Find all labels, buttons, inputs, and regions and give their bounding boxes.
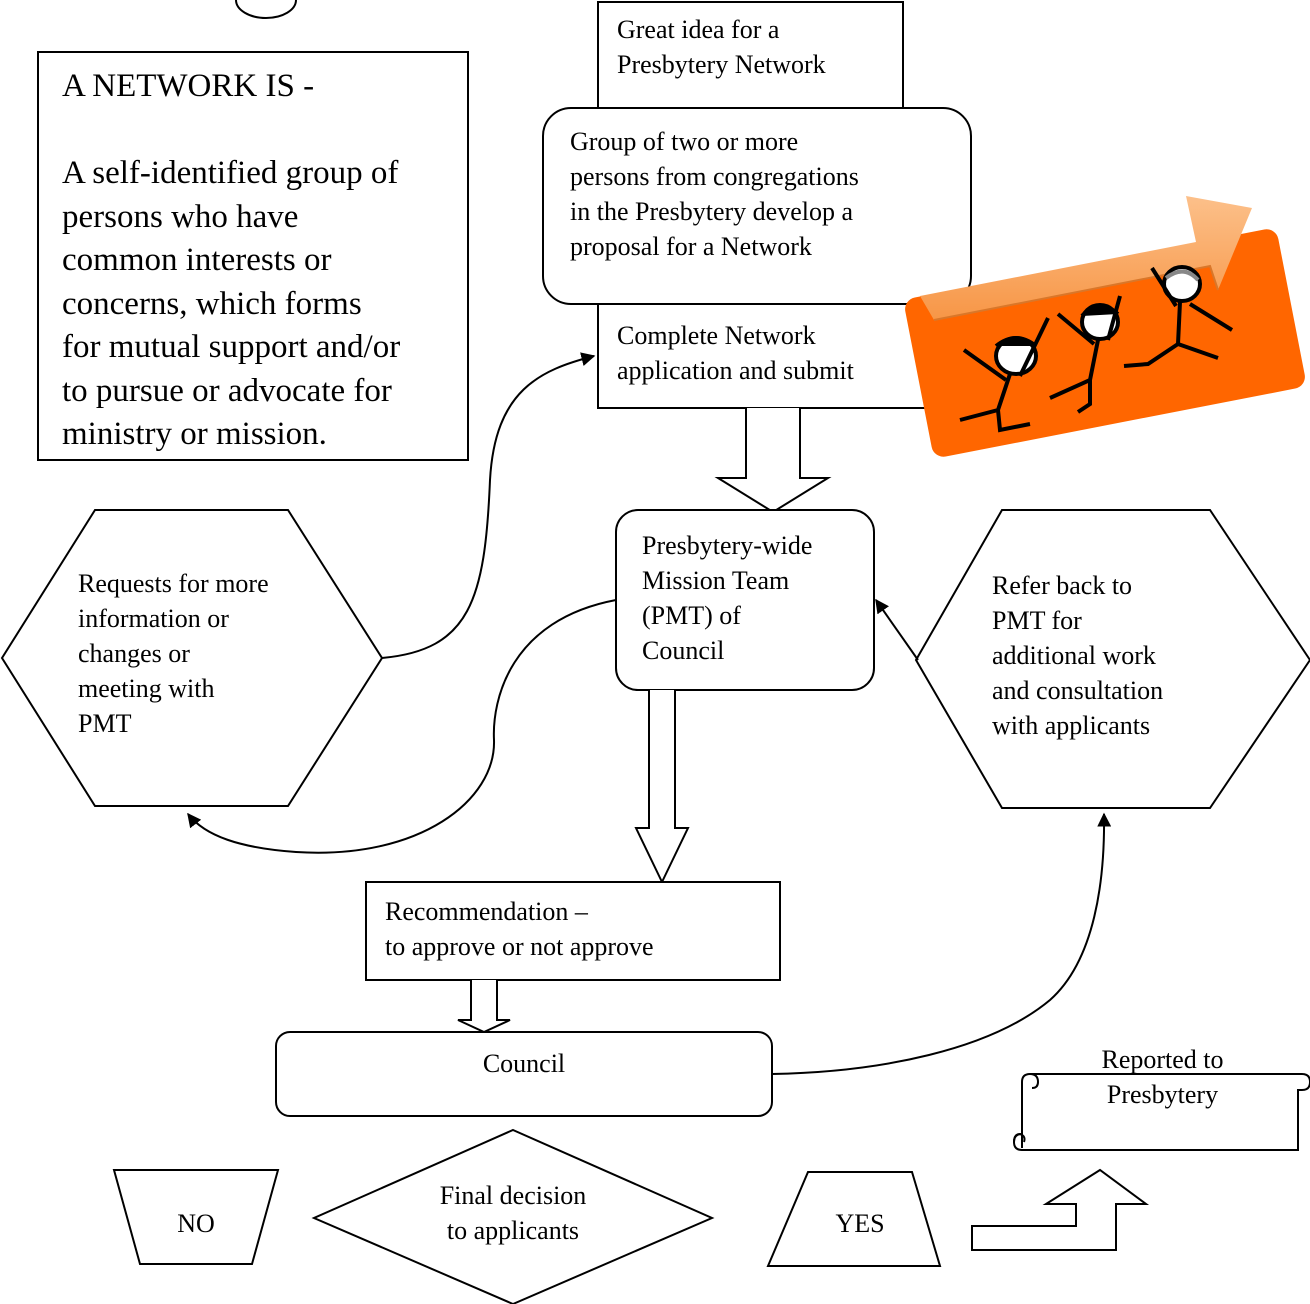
application-line: application and submit: [617, 356, 854, 385]
connector-requests-to-application: [381, 352, 596, 659]
pmt-line: Council: [642, 636, 725, 665]
idea-text: Great idea for a Presbytery Network: [617, 12, 826, 82]
block-arrow-to-recommendation: [634, 690, 690, 885]
requests-line: meeting with: [78, 674, 215, 703]
definition-line: to pursue or advocate for: [62, 372, 392, 409]
definition-text: A self-identified group of persons who h…: [62, 152, 462, 457]
definition-line: ministry or mission.: [62, 416, 327, 452]
recommendation-box: [365, 881, 781, 981]
final-decision-line: Final decision: [439, 1181, 587, 1210]
definition-box: [37, 51, 469, 461]
requests-hexagon: [0, 509, 384, 807]
recommendation-line: Recommendation –: [385, 897, 588, 926]
requests-line: PMT: [78, 709, 132, 738]
no-trapezoid: [112, 1169, 280, 1265]
council-text: Council: [482, 1049, 566, 1078]
connector-council-to-refer-back: [771, 812, 1112, 1075]
refer-back-line: Refer back to: [992, 571, 1133, 600]
no-text: NO: [177, 1209, 215, 1238]
definition-line: persons who have: [62, 198, 299, 235]
requests-line: Requests for more: [78, 569, 269, 598]
application-text: Complete Network application and submit: [617, 318, 854, 388]
clipart-arrow-icon: [920, 196, 1252, 320]
requests-line: information or: [78, 604, 229, 633]
requests-line: changes or: [78, 639, 190, 668]
reported-text: Reported to Presbytery: [1040, 1042, 1285, 1112]
pmt-line: (PMT) of: [642, 601, 741, 630]
connector-refer-back-to-pmt: [875, 598, 919, 661]
yes-trapezoid: [766, 1171, 942, 1267]
group-line: Group of two or more: [570, 127, 799, 156]
group-line: proposal for a Network: [570, 232, 812, 261]
connector-pmt-to-requests: [187, 599, 617, 854]
group-line: persons from congregations: [570, 162, 859, 191]
definition-line: concerns, which forms: [62, 285, 362, 322]
definition-heading: A NETWORK IS -: [62, 68, 315, 104]
refer-back-line: additional work: [992, 641, 1156, 670]
pmt-line: Mission Team: [642, 566, 790, 595]
application-line: Complete Network: [617, 321, 816, 350]
refer-back-hexagon: [914, 509, 1310, 809]
pmt-text: Presbytery-wide Mission Team (PMT) of Co…: [642, 528, 812, 668]
recommendation-line: to approve or not approve: [385, 932, 654, 961]
idea-box: [597, 1, 904, 109]
recommendation-text: Recommendation – to approve or not appro…: [385, 894, 654, 964]
final-decision-text: Final decision to applicants: [390, 1178, 636, 1248]
reported-line: Reported to: [1101, 1045, 1224, 1074]
yes-text: YES: [835, 1209, 885, 1238]
teamwork-clipart: [905, 196, 1305, 457]
refer-back-line: with applicants: [992, 711, 1151, 740]
reported-line: Presbytery: [1106, 1080, 1219, 1109]
definition-line: A self-identified group of: [62, 155, 399, 191]
clipart-figure-1: [959, 317, 1050, 433]
pmt-line: Presbytery-wide: [642, 531, 813, 560]
final-decision-diamond: [311, 1128, 715, 1304]
refer-back-text: Refer back to PMT for additional work an…: [992, 568, 1163, 743]
bent-up-arrow: [971, 1168, 1150, 1251]
definition-line: common interests or: [62, 242, 332, 278]
block-arrow-to-pmt: [714, 408, 832, 514]
idea-line: Great idea for a: [617, 15, 780, 44]
refer-back-line: PMT for: [992, 606, 1082, 635]
clipart-figure-3: [1123, 265, 1234, 368]
group-box: [542, 107, 972, 305]
block-arrow-to-council: [457, 980, 511, 1034]
idea-line: Presbytery Network: [617, 50, 826, 79]
requests-text: Requests for more information or changes…: [78, 566, 269, 741]
group-line: in the Presbytery develop a: [570, 197, 854, 226]
refer-back-line: and consultation: [992, 676, 1164, 705]
cropped-ellipse-shape: [235, 0, 297, 19]
clipart-figure-2: [1049, 295, 1122, 414]
group-text: Group of two or more persons from congre…: [570, 124, 859, 264]
final-decision-line: to applicants: [446, 1216, 580, 1245]
definition-line: for mutual support and/or: [62, 329, 401, 365]
